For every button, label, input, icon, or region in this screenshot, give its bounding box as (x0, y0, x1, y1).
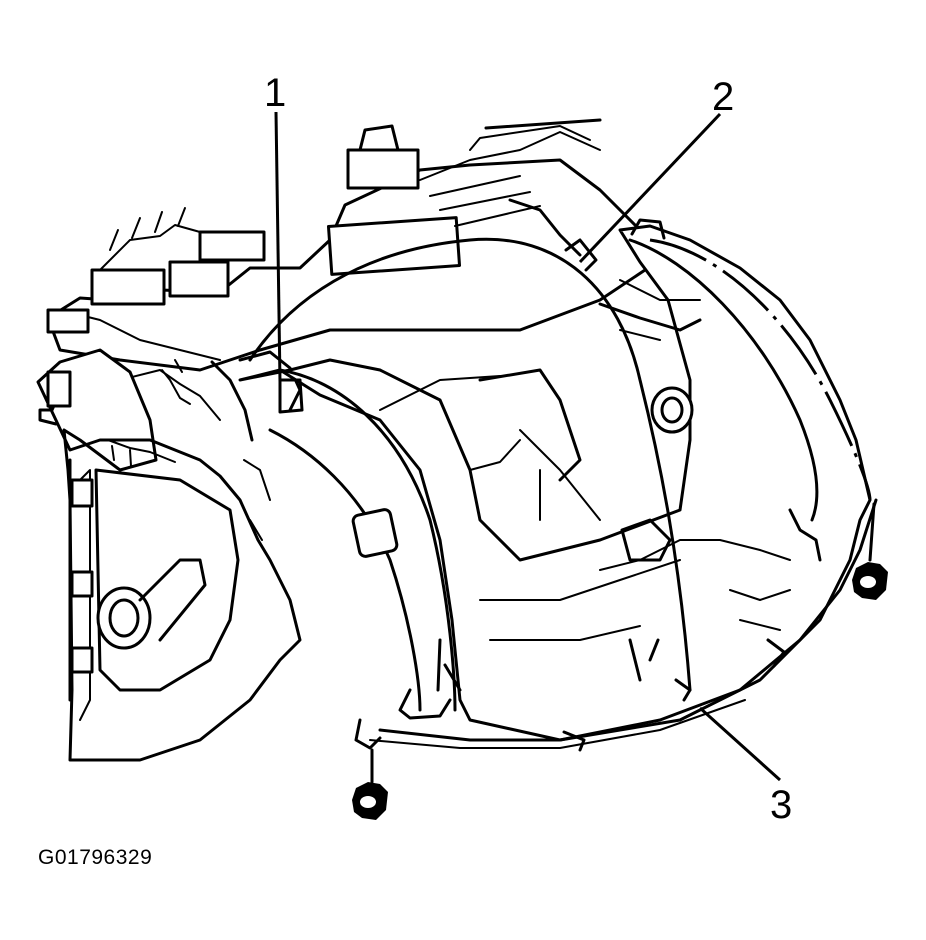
wheelhouse-liner (238, 218, 878, 752)
callout-1: 1 (264, 71, 286, 383)
front-fascia-left (36, 348, 302, 762)
fastener-left (352, 748, 388, 820)
callout-2-label: 2 (712, 75, 734, 119)
callout-2: 2 (578, 75, 734, 264)
fastener-right (852, 502, 888, 600)
callout-1-label: 1 (264, 71, 286, 115)
engine-compartment-components (46, 118, 662, 442)
figure-id: G01796329 (38, 846, 153, 869)
callout-3: 3 (698, 706, 792, 827)
callout-3-label: 3 (770, 783, 792, 827)
